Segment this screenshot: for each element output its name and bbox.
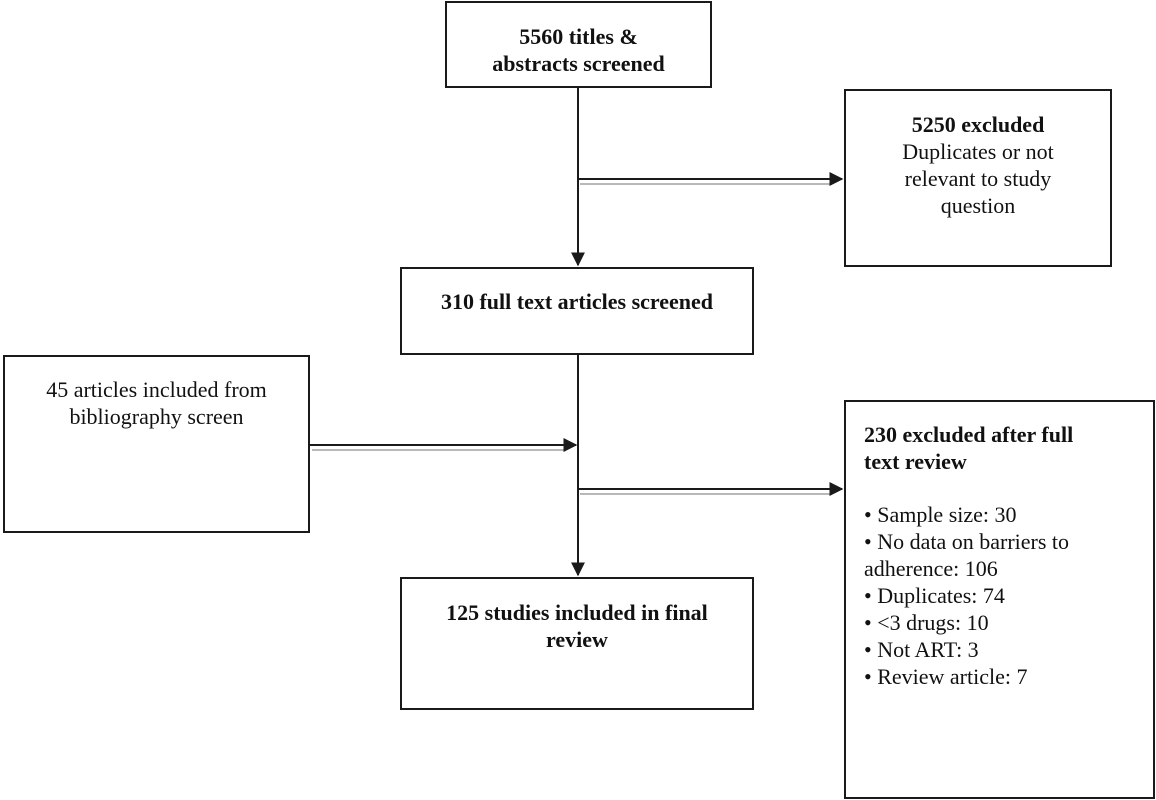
exclusion-reason: • Sample size: 30	[864, 502, 1017, 527]
node-excluded-second: 230 excluded after full text review • Sa…	[844, 400, 1155, 799]
spacer	[864, 475, 1143, 501]
node-titles-abstracts-screened: 5560 titles & abstracts screened	[445, 1, 712, 88]
node-title: 5250 excluded	[911, 112, 1045, 137]
exclusion-reason: • Not ART: 3	[864, 637, 979, 662]
exclusion-reason: • Duplicates: 74	[864, 583, 1005, 608]
node-line: question	[940, 193, 1016, 218]
node-line: bibliography screen	[69, 404, 244, 429]
node-excluded-first: 5250 excluded Duplicates or not relevant…	[844, 89, 1112, 267]
node-line: 5560 titles &	[519, 24, 638, 49]
node-title: text review	[864, 449, 967, 474]
node-full-text-screened: 310 full text articles screened	[400, 267, 754, 355]
node-line: Duplicates or not	[902, 139, 1054, 164]
node-line: 45 articles included from	[46, 377, 267, 402]
node-line: 125 studies included in final	[446, 600, 708, 625]
node-title: 230 excluded after full	[864, 422, 1074, 447]
node-studies-included-final: 125 studies included in final review	[400, 577, 754, 710]
node-line: review	[546, 627, 608, 652]
node-line: relevant to study	[904, 166, 1052, 191]
node-line: abstracts screened	[492, 51, 665, 76]
exclusion-reason: • No data on barriers to	[864, 529, 1070, 554]
exclusion-reason: • <3 drugs: 10	[864, 610, 989, 635]
exclusion-reason: adherence: 106	[864, 556, 998, 581]
exclusion-reason: • Review article: 7	[864, 664, 1028, 689]
node-bibliography-screen: 45 articles included from bibliography s…	[3, 355, 310, 533]
node-line: 310 full text articles screened	[440, 289, 714, 314]
